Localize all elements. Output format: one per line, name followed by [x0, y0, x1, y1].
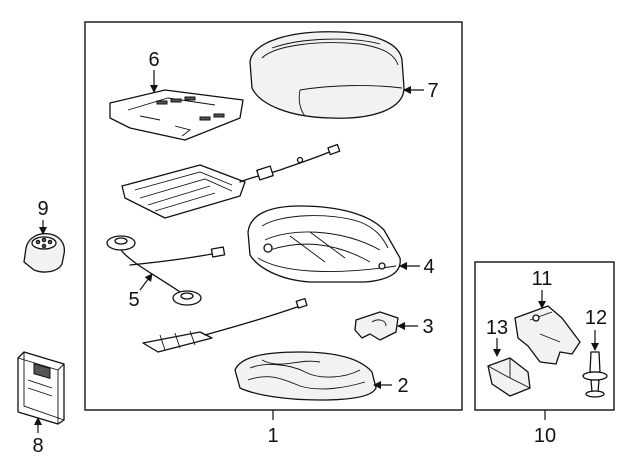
part-7-cushion-cover — [249, 31, 405, 119]
part-12-clip — [582, 351, 608, 398]
part-13-block — [487, 357, 531, 397]
callout-2: 2 — [397, 375, 408, 397]
callout-1: 1 — [267, 425, 278, 447]
callout-4: 4 — [423, 256, 434, 278]
callout-9: 9 — [37, 198, 48, 220]
callout-13: 13 — [486, 317, 508, 339]
callout-11: 11 — [532, 268, 553, 290]
callout-8: 8 — [32, 435, 43, 457]
part-11-bracket — [514, 305, 581, 365]
sensor-strip-with-harness — [142, 297, 308, 353]
part-2-cushion-pad — [234, 351, 377, 401]
heater-mat-with-harness — [121, 143, 341, 219]
callout-10: 10 — [534, 425, 556, 447]
part-8-control-module — [17, 351, 65, 425]
callout-6: 6 — [148, 49, 159, 71]
part-6-heater-pad — [109, 89, 244, 141]
part-3-bracket — [354, 311, 399, 341]
callout-5: 5 — [128, 289, 139, 311]
callout-3: 3 — [422, 316, 433, 338]
callout-7: 7 — [427, 80, 438, 102]
part-9-switch — [23, 232, 66, 273]
callout-12: 12 — [585, 307, 607, 329]
part-4-cushion-frame — [247, 205, 401, 283]
part-5-wiring-grommets — [106, 235, 226, 306]
